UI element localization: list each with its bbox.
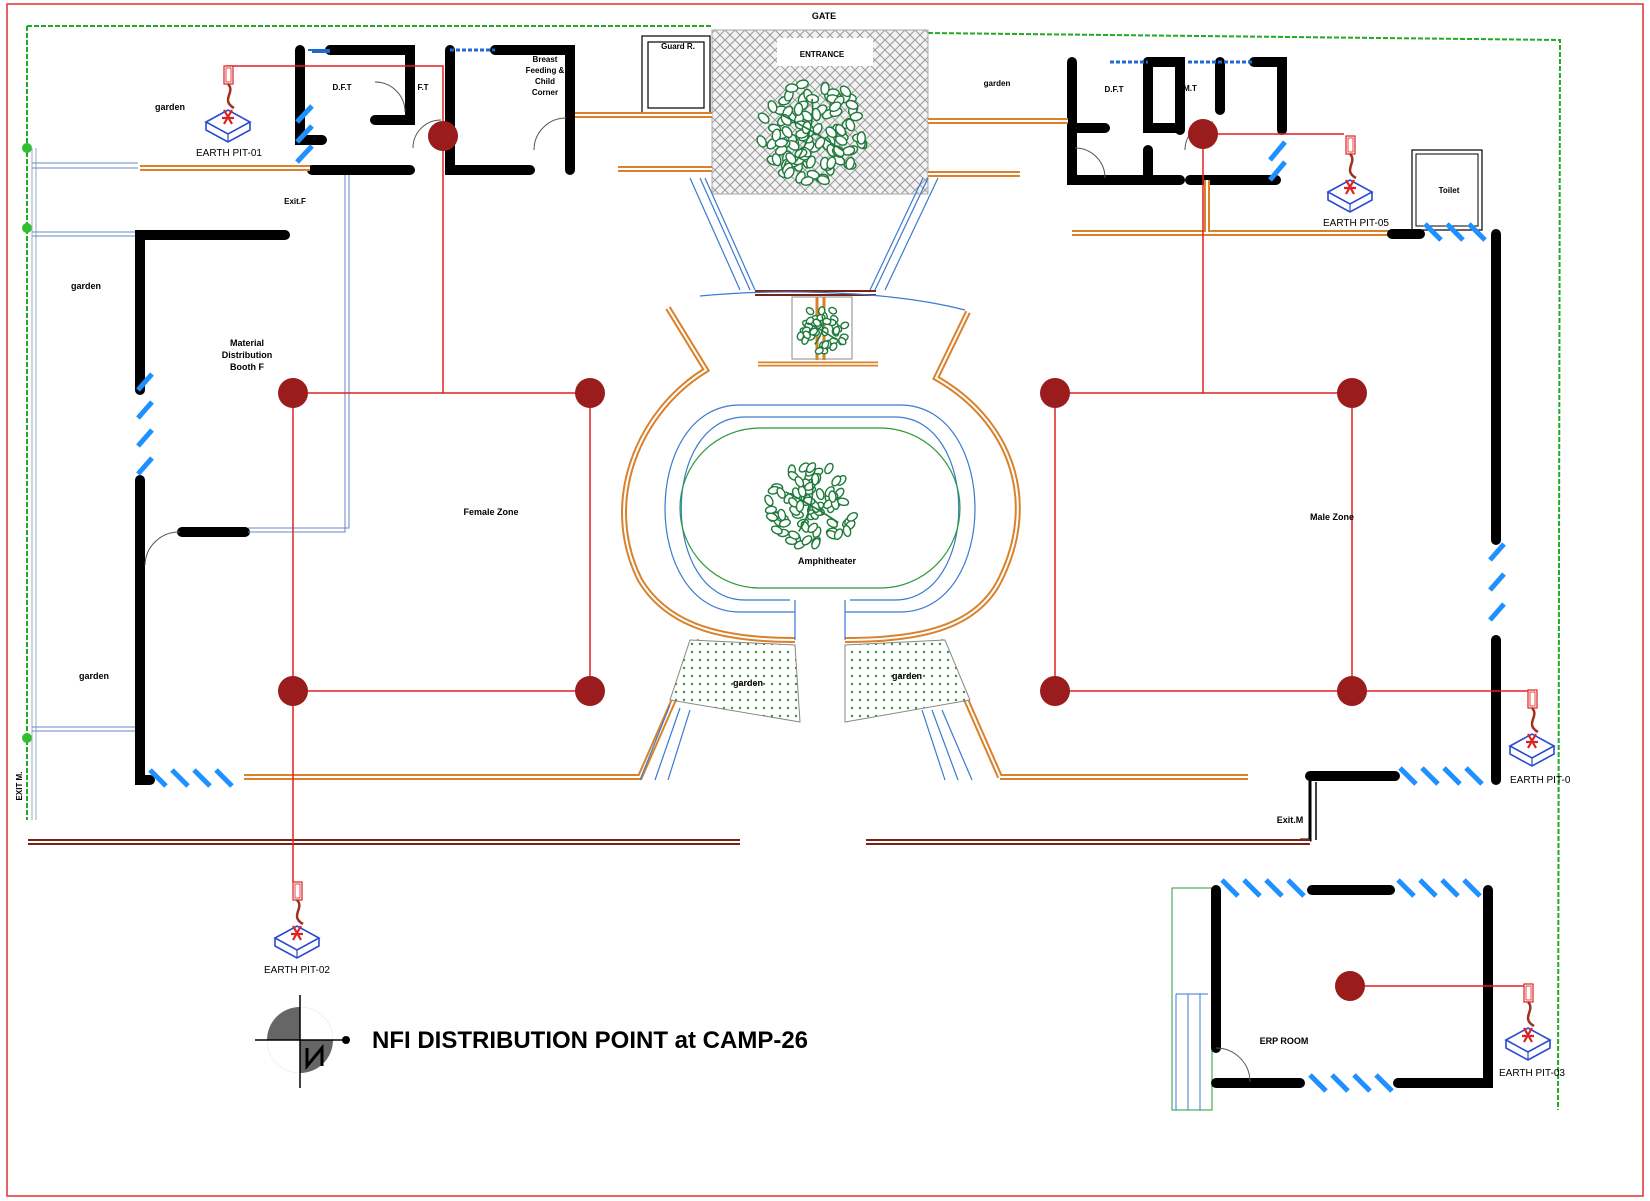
material-booth-label-1: Material [230,338,264,348]
exit-m-vertical-label: EXIT M. [15,772,24,801]
earth-pit-icon [204,64,252,144]
breast-feeding-label-3: Child [535,77,555,86]
tree-icon [764,462,858,550]
toilet-label: Toilet [1439,186,1460,195]
window-east-wall [1488,542,1506,622]
earth-pit-icon [1504,982,1552,1062]
earth-pit-icon [273,880,321,960]
mt-label: M.T [1183,84,1197,93]
garden-label: garden [984,79,1011,88]
ft-label: F.T [417,83,428,92]
tree-icon [796,306,850,355]
garden-fences [32,162,138,732]
main-walls [135,229,1501,785]
earth-pit-05-label: EARTH PIT-05 [1323,218,1389,229]
drawing-border [6,3,1644,1197]
male-zone-label: Male Zone [1310,512,1354,522]
toilet-block-left-walls [295,45,575,175]
garden-label: garden [892,671,922,681]
amphitheater-garden-right [844,639,971,723]
north-arrow-icon [255,995,350,1088]
earth-pit-03-label: EARTH PIT-03 [1499,1068,1565,1079]
earth-pit-icon [1508,688,1556,768]
amphitheater [621,291,1021,781]
earth-nodes [278,119,1367,1001]
window-west-wall [136,372,154,476]
gate-label: GATE [812,11,836,21]
earth-pit-04-label: EARTH PIT-0 [1510,775,1571,786]
garden-label: garden [71,281,101,291]
window-left-block [295,104,314,164]
window-south-west [148,768,234,788]
exit-m-label: Exit.M [1277,815,1304,825]
dft-left-label: D.F.T [332,83,351,92]
earth-pit-02-label: EARTH PIT-02 [264,965,330,976]
garden-label: garden [79,671,109,681]
south-perimeter-walls [28,290,1310,845]
entrance-label: ENTRANCE [800,50,845,59]
drawing-title: NFI DISTRIBUTION POINT at CAMP-26 [372,1027,808,1054]
internal-fence [248,175,350,533]
tree-icon [756,79,868,186]
amphitheater-label: Amphitheater [798,556,857,566]
garden-label: garden [155,102,185,112]
guard-room-label: Guard R. [661,42,695,51]
erp-room-label: ERP ROOM [1260,1036,1309,1046]
breast-feeding-label-4: Corner [532,88,558,97]
earth-pit-01-label: EARTH PIT-01 [196,148,262,159]
toilet-room [1411,149,1483,231]
dft-right-label: D.F.T [1104,85,1123,94]
amphitheater-garden-left [669,639,801,723]
toilet-block-right-walls [1067,57,1287,185]
material-booth-label-2: Distribution [222,350,273,360]
boundary-posts [22,143,32,743]
entrance-path-right [869,177,939,291]
garden-label: garden [733,678,763,688]
exit-m-passage [31,148,37,820]
entrance-path-left [689,177,756,291]
female-zone-label: Female Zone [463,507,518,517]
exit-f-label: Exit.F [284,197,306,206]
erp-room [1171,878,1493,1111]
earth-pit-icon [1326,134,1374,214]
breast-feeding-label-2: Feeding & [526,66,565,75]
site-boundary [26,25,1562,1111]
material-booth-label-3: Booth F [230,362,264,372]
entrance-label-box [777,38,873,66]
breast-feeding-label-1: Breast [533,55,558,64]
